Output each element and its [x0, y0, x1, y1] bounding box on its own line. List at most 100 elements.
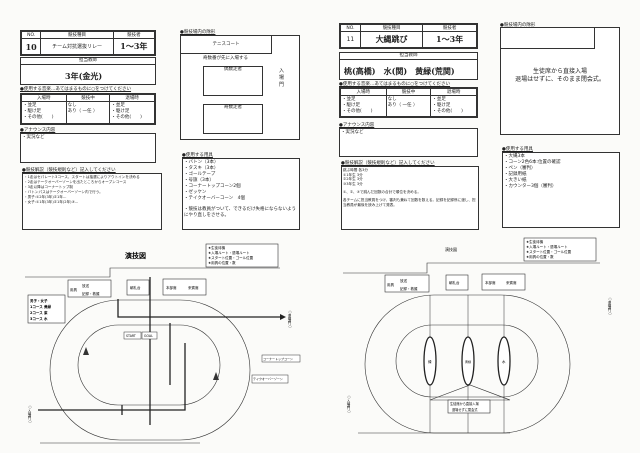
- event-name: チーム対抗選抜リレー: [40, 38, 114, 55]
- explain-line: ・3走以降はコーナートップ制: [24, 185, 74, 189]
- tent-label: 朝礼台: [130, 285, 141, 290]
- tent-label: 来賓席: [506, 280, 517, 285]
- during-col: 競技中: [385, 88, 432, 96]
- music-table: 入場時競技中退場時 ・並足・駆け足・その他( )なしあり（ 一任 ）・並足・駆け…: [339, 87, 478, 118]
- teacher-label: 担当教師: [21, 58, 155, 65]
- takeover-label: テイクオーバーゾーン: [253, 376, 283, 381]
- explain-heading: ●競技解説（競技規則など）記入してください: [22, 168, 116, 173]
- option: ・その他( ): [432, 109, 463, 114]
- goal-label: GOAL: [144, 334, 153, 338]
- option: ・その他( ): [342, 109, 373, 114]
- legend-item: ★スタート位置・ゴール位置: [208, 255, 254, 260]
- cone-icon: [83, 347, 89, 355]
- explain-heading: ●競技解説（競技規則など）記入してください: [341, 161, 435, 166]
- course-legend: [27, 294, 66, 324]
- tools-box: ・大縄3本・コーン2色6本:位置の確認・ペン（審判）・記録用紙・大きい紙・カウン…: [502, 152, 620, 228]
- legend-item: ★入場ルート・退場ルート: [526, 244, 568, 249]
- no-label: NO.: [340, 24, 361, 32]
- music-heading: ●使用する音楽…あてはまるものに○をつけてください: [20, 87, 132, 92]
- option: ・並足: [342, 97, 356, 102]
- start-label: START: [126, 334, 136, 338]
- explain-line: 跳ぶ時間 各3分: [343, 168, 368, 172]
- exit-arrow: [280, 314, 286, 320]
- group-label: 偶数走者: [224, 67, 242, 72]
- explain-line: ・男子:①2年(3年)②1年…: [24, 195, 67, 199]
- option: なし: [387, 97, 397, 102]
- tool-item: ・コーナートップコーン2個: [184, 184, 241, 189]
- tent-staff: [67, 279, 112, 298]
- announce-box: ・実況など: [339, 128, 478, 157]
- announce-text: ・実況など: [22, 135, 45, 140]
- teacher-label: 担当教師: [340, 53, 477, 60]
- tool-item: ・コーン2色6本:位置の確認: [504, 160, 561, 165]
- note-box: [447, 399, 491, 414]
- option: ・並足: [111, 103, 125, 108]
- tool-item: ・タスキ（3本）: [184, 166, 219, 171]
- tent-label: 本部席: [166, 285, 177, 290]
- corner-cone-label: コーナートップコーン: [263, 356, 293, 361]
- building-line: [25, 267, 280, 278]
- participants-label: 競技者: [422, 24, 477, 32]
- rope-green: [423, 336, 437, 386]
- option: ・駆け足: [342, 103, 360, 108]
- team-label: 緑: [428, 359, 432, 364]
- tool-note: ・競技は教員がついて、できるだけ失格にならないようにやり直しをさせる。: [184, 207, 296, 218]
- team-label: 水: [502, 359, 506, 364]
- exit-col: 退場時: [109, 94, 155, 102]
- explain-box: 跳ぶ時間 各3分 ①1年生 3分 ②2年生 3分 ③3年生 3分 ①、②、③で跳…: [341, 166, 479, 230]
- tent-label: 本部席: [485, 280, 496, 285]
- explain-line: ①、②、③で跳んだ回数の合計で順位を決める。: [343, 190, 421, 195]
- field-heading: ●競技場内の隊形: [180, 30, 216, 35]
- note-line: 生徒席から直接入場: [450, 401, 479, 406]
- legend-item: ★用具の位置・数: [208, 260, 236, 265]
- course-item: 3コース 水: [30, 316, 48, 321]
- entry-col: 入場時: [21, 94, 67, 102]
- announce-box: ・実況など: [20, 133, 156, 163]
- announce-heading: ●アナウンス内容: [339, 123, 375, 128]
- legend-box: [523, 237, 597, 262]
- option: なし: [67, 103, 77, 108]
- course-item: 1コース 黄緑: [30, 304, 51, 309]
- rope-blue: [497, 336, 511, 386]
- tennis-court: テニスコート: [181, 36, 272, 54]
- diagram-title: 演技図: [445, 246, 457, 252]
- entrance-gate: ○入場門○: [27, 405, 32, 424]
- tool-item: ・ペン（審判）: [504, 166, 536, 171]
- explain-line: ①1年生 3分: [343, 172, 363, 177]
- legend-item: ★生徒待機: [208, 245, 226, 250]
- group-label: 奇数走者: [224, 105, 242, 110]
- tent-label: 用具: [70, 287, 77, 292]
- legend-box: [205, 243, 279, 268]
- note-line: 退場せずに閉会式: [452, 407, 478, 412]
- rope-yellowgreen: [461, 336, 475, 386]
- entrance-gate: ○入場門○: [346, 395, 351, 414]
- event-no: 11: [340, 31, 361, 48]
- legend-item: ★入場ルート・退場ルート: [208, 250, 250, 255]
- exit-col: 退場時: [430, 88, 477, 96]
- option: ・並足: [432, 97, 446, 102]
- field-heading: ●競技場内の隊形: [500, 23, 536, 28]
- explain-line: ・バトンパスはテークオーバーゾーン内で行う。: [24, 190, 103, 194]
- route-lines: [38, 277, 280, 425]
- gate-label: 入場門: [279, 68, 285, 88]
- jump-rope-diagram: 演技図 ★生徒待機★入場ルート・退場ルート★スタート位置・ゴール位置★用具の位置…: [343, 237, 612, 434]
- explain-line: ・2走はテークオーバーゾーンを出たところからオープンコース: [24, 180, 127, 184]
- music-heading: ●使用する音楽…あてはまるものに○をつけてください: [339, 82, 451, 87]
- tent-label: 放送: [82, 283, 89, 288]
- hq-tent: [162, 278, 207, 296]
- field-text: 退場はせずに、そのまま閉会式。: [515, 76, 605, 83]
- tool-item: ・ゼッケン: [184, 190, 207, 195]
- tool-item: ・大縄3本: [504, 154, 525, 159]
- teacher-name: 桃(高橋) 水(関) 黄緑(荒関): [344, 66, 455, 76]
- legend-item: ★スタート位置・ゴール位置: [526, 249, 572, 254]
- participants: 1～3年: [422, 31, 477, 48]
- announce-heading: ●アナウンス内容: [20, 128, 56, 133]
- cone-icon: [213, 372, 219, 380]
- tool-item: ・カウンター3個（審判）: [504, 184, 557, 189]
- event-label: 競技種目: [359, 24, 424, 32]
- exit-gate: ○退場門○: [607, 297, 612, 316]
- odd-runners: 奇数走者: [203, 104, 263, 134]
- option: ・駆け足: [111, 109, 130, 114]
- event-label: 競技種目: [40, 31, 114, 39]
- participants-label: 競技者: [112, 31, 156, 39]
